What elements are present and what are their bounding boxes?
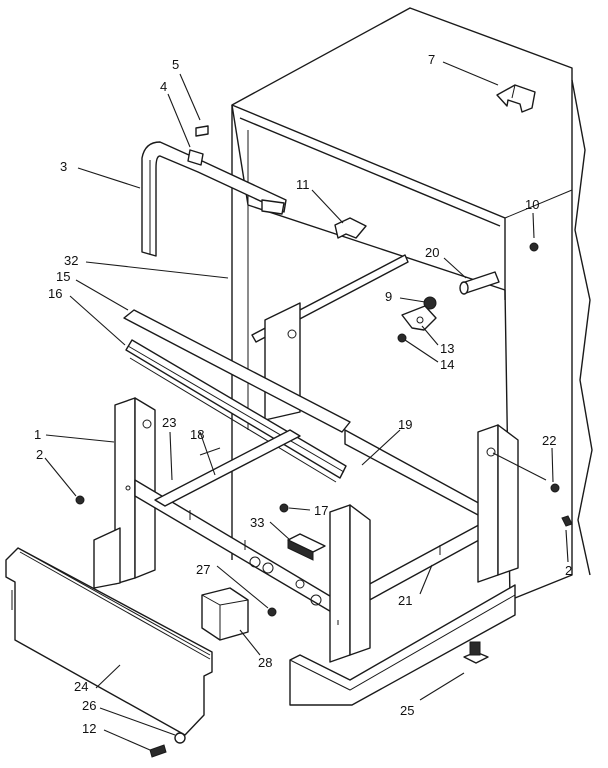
callout-27: 27	[196, 562, 211, 577]
part-25-leveling-leg	[463, 641, 489, 664]
callout-25: 25	[400, 703, 415, 718]
leader-lines	[44, 61, 569, 751]
callout-15: 15	[56, 269, 71, 284]
callout-9: 9	[385, 289, 393, 304]
part-14-screw	[397, 333, 407, 343]
part-17-screw	[279, 503, 289, 513]
callout-11: 11	[296, 177, 310, 192]
part-2-screw-right	[561, 515, 573, 527]
part-33-block	[287, 533, 326, 561]
part-13-bracket	[401, 305, 437, 331]
part-22-right-frame	[477, 424, 519, 583]
callout-19: 19	[398, 417, 413, 432]
callout-28: 28	[258, 655, 273, 670]
part-1-left-frame	[93, 397, 156, 589]
part-22-screw	[550, 483, 560, 493]
part-28-box	[201, 587, 249, 641]
callout-18: 18	[190, 427, 205, 442]
part-24-toe-panel	[5, 547, 213, 736]
part-7-bracket	[496, 84, 536, 113]
callout-26: 26	[82, 698, 97, 713]
callout-7: 7	[428, 52, 436, 67]
callout-22: 22	[542, 433, 557, 448]
callout-5: 5	[172, 57, 180, 72]
part-20-rod	[459, 271, 500, 295]
callout-33: 33	[250, 515, 265, 530]
callout-16: 16	[48, 286, 63, 301]
front-right-post	[329, 504, 371, 663]
control-panel-front	[249, 556, 322, 606]
callout-14: 14	[440, 357, 455, 372]
callout-20: 20	[425, 245, 440, 260]
part-18-cross-bar	[154, 429, 301, 507]
part-2-screw-left	[75, 495, 85, 505]
part-3-vent-duct	[141, 141, 287, 257]
callout-23: 23	[162, 415, 177, 430]
callout-13: 13	[440, 341, 455, 356]
part-9-nut	[423, 296, 437, 310]
part-12-screw	[149, 744, 167, 758]
callout-3: 3	[60, 159, 68, 174]
base-pan	[289, 584, 516, 706]
callout-2-left: 2	[36, 447, 44, 462]
callout-32: 32	[64, 253, 79, 268]
part-27-screw	[267, 607, 277, 617]
part-26-washer	[174, 732, 186, 744]
part-19-side-rail	[344, 429, 496, 525]
part-15-channel	[123, 309, 351, 433]
part-10-screw	[529, 242, 539, 252]
callout-1: 1	[34, 427, 42, 442]
callout-2-right: 2	[565, 563, 573, 578]
part-16-insulation-strip	[125, 339, 347, 483]
callout-21: 21	[398, 593, 413, 608]
callout-10: 10	[525, 197, 540, 212]
callout-24: 24	[74, 679, 89, 694]
part-5-screw	[195, 125, 209, 137]
callout-17: 17	[314, 503, 329, 518]
callout-12: 12	[82, 721, 97, 736]
callout-4: 4	[160, 79, 168, 94]
